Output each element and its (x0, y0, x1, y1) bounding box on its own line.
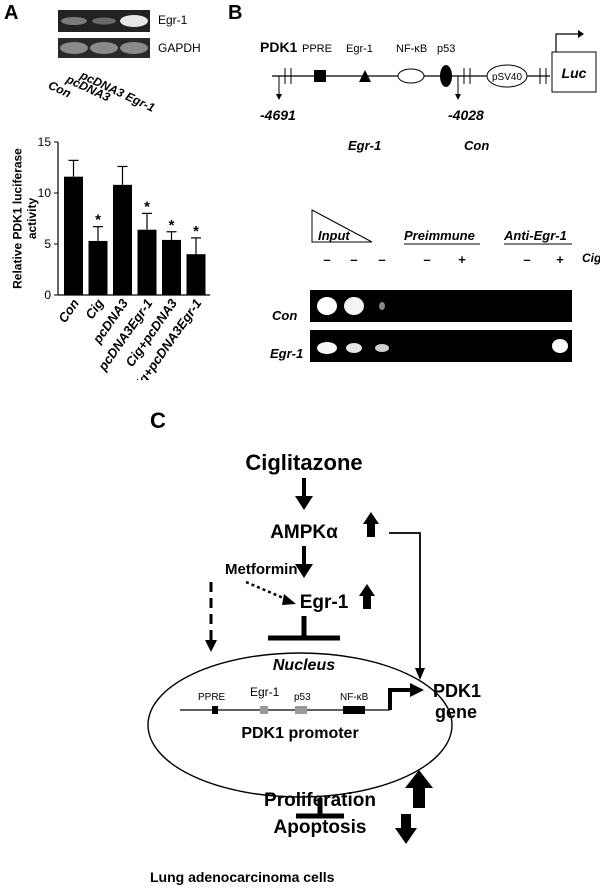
row-label-con: Con (272, 308, 297, 323)
lane-sign: – (350, 252, 357, 267)
chip-gel: Input Preimmune Anti-Egr-1 – – – – + – + Cig C… (270, 209, 600, 362)
gel-header-anti-egr1: Anti-Egr-1 (503, 228, 567, 243)
cell-caption: Lung adenocarcinoma cells (150, 869, 335, 885)
ppre-box (314, 70, 326, 82)
element-label-nfkb-c: NF-κB (340, 692, 369, 703)
panel-b-letter: B (228, 2, 243, 24)
gel-header-input: Input (318, 228, 350, 243)
bar (137, 229, 157, 295)
blot-label-egr1: Egr-1 (158, 13, 188, 27)
band (317, 342, 337, 354)
lane-sign: – (378, 252, 385, 267)
bar (162, 239, 181, 295)
lane-sign: – (423, 252, 430, 267)
western-blot (58, 10, 208, 60)
luciferase-bar-chart: Relative PDK1 luciferaseactivity 0 5 10 15Co… (11, 135, 210, 380)
lane-sign: + (458, 252, 466, 267)
up-arrow-egr1 (359, 584, 375, 609)
significance-star: * (169, 217, 175, 234)
panel-c-letter: C (150, 408, 166, 433)
bar (88, 240, 108, 295)
arrow-ampk-nucleus (389, 532, 421, 672)
up-arrow-proliferation (405, 770, 433, 808)
band (552, 339, 568, 353)
ppre-site (212, 706, 218, 714)
element-label-egr1: Egr-1 (346, 43, 373, 55)
dotted-arrow-metformin-egr1 (245, 580, 289, 602)
egr1-label: Egr-1 (300, 592, 349, 613)
ciglitazone-label: Ciglitazone (245, 450, 362, 475)
blot-label-gapdh: GAPDH (158, 41, 201, 55)
nucleus-label: Nucleus (273, 657, 335, 674)
gel-header-preimmune: Preimmune (404, 228, 475, 243)
gene-label: PDK1 (260, 39, 298, 55)
promoter-construct-diagram: PDK1 PPRE Egr-1 NF-κB p53 pSV40 Luc -469… (260, 30, 597, 153)
element-label-p53: p53 (437, 43, 455, 55)
p53-site (295, 706, 307, 714)
y-tick-label: 10 (38, 186, 52, 200)
y-tick-label: 0 (44, 288, 51, 302)
band (346, 343, 362, 353)
metformin-label: Metformin (225, 561, 298, 578)
apoptosis-label: Apoptosis (274, 817, 367, 838)
break-mark-mid (463, 68, 471, 84)
egr1-site (260, 706, 268, 714)
lane-sign: – (323, 252, 330, 267)
significance-star: * (193, 223, 199, 240)
lane-signs: – – – – + – + (323, 252, 564, 267)
blot-image (58, 10, 150, 58)
break-mark-right (539, 68, 547, 84)
x-tick-label: Con (55, 296, 82, 325)
nfkb-site (343, 706, 365, 714)
nfkb-ellipse (397, 68, 425, 84)
element-label-ppre-c: PPRE (198, 692, 226, 703)
band (375, 344, 389, 352)
ampk-label: AMPKα (270, 522, 338, 543)
band (344, 297, 364, 315)
primer-label-con: Con (464, 138, 489, 153)
element-label-egr1-c: Egr-1 (250, 685, 280, 699)
row-label-egr1: Egr-1 (270, 346, 303, 361)
input-triangle (311, 209, 373, 243)
y-axis-label: Relative PDK1 luciferaseactivity (11, 148, 39, 289)
egr1-triangle (359, 70, 371, 82)
tss-arrow (555, 33, 578, 52)
band (317, 297, 337, 315)
pathway-diagram: Ciglitazone AMPKα Metformin Egr-1 Nucleu… (147, 450, 481, 885)
element-label-p53-c: p53 (294, 692, 311, 703)
bar (64, 176, 83, 295)
psv40-ellipse (486, 64, 528, 88)
pdk1-gene-label-line1: PDK1 (433, 681, 481, 701)
break-mark-left (284, 68, 292, 84)
significance-star: * (144, 198, 150, 215)
pdk1-gene-label-line2: gene (435, 702, 477, 722)
position-left: -4691 (260, 107, 296, 123)
pdk1-promoter-label: PDK1 promoter (241, 725, 358, 742)
element-label-ppre: PPRE (302, 43, 332, 55)
significance-star: * (95, 212, 101, 229)
cig-label: Cig (582, 251, 600, 265)
p53-ellipse (440, 65, 452, 87)
element-label-nfkb: NF-κB (396, 43, 427, 55)
primer-label-egr1: Egr-1 (348, 138, 381, 153)
y-tick-label: 5 (44, 237, 51, 251)
up-arrow-ampk (363, 512, 379, 537)
panel-a-letter: A (4, 2, 19, 24)
luc-box (551, 51, 597, 93)
bar (113, 184, 132, 295)
proliferation-label: Proliferation (264, 790, 376, 811)
lane-sign: – (523, 252, 530, 267)
nucleus-ellipse (147, 652, 453, 798)
luc-label: Luc (562, 65, 587, 81)
bar (186, 254, 206, 295)
psv40-label: pSV40 (492, 72, 522, 83)
band (379, 302, 385, 310)
down-arrow-apoptosis (395, 814, 417, 844)
y-tick-label: 15 (38, 135, 52, 149)
lane-sign: + (556, 252, 564, 267)
position-right: -4028 (448, 107, 484, 123)
tss-arrow-c (388, 688, 412, 710)
